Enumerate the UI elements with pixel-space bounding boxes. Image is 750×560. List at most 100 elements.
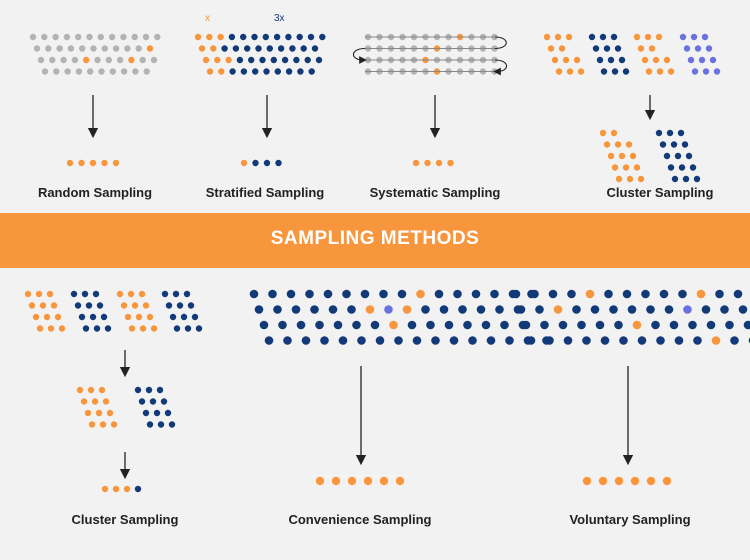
cluster-dot: [599, 33, 607, 41]
population-dot: [268, 289, 277, 299]
cluster-dot: [679, 33, 687, 41]
population-dot: [553, 305, 563, 314]
population-dot: [228, 33, 236, 41]
population-dot: [320, 336, 329, 345]
population-dot: [194, 33, 202, 41]
population-dot: [490, 289, 499, 299]
population-dot: [637, 336, 647, 345]
sample-dot: [123, 485, 131, 493]
cluster-dot: [614, 141, 622, 148]
sample-dot: [395, 476, 405, 486]
cluster-dot: [659, 141, 667, 148]
population-dot: [365, 305, 375, 314]
sample-dot: [379, 476, 389, 486]
population-dot: [357, 336, 366, 345]
sample-dot: [424, 159, 431, 167]
stratified-ratio-3x: 3x: [274, 13, 285, 24]
population-dot: [319, 33, 326, 41]
sample-dot: [447, 159, 454, 167]
cluster-dot: [682, 175, 690, 183]
page-title: SAMPLING METHODS: [270, 228, 480, 249]
sample-dot: [252, 159, 259, 167]
cluster-dot: [145, 386, 153, 394]
population-dot: [453, 289, 462, 299]
population-dot: [328, 305, 338, 314]
population-dot: [674, 336, 684, 345]
cluster-dot: [667, 164, 675, 171]
population-dot: [56, 45, 63, 52]
population-dot: [526, 336, 536, 345]
sample-dot: [112, 159, 120, 167]
population-dot: [150, 56, 158, 64]
population-dot: [139, 56, 146, 64]
cluster-dot: [99, 421, 107, 428]
population-dot: [567, 289, 576, 299]
cluster-dot: [168, 421, 176, 428]
cluster-dot: [685, 152, 693, 160]
cluster-dot: [184, 325, 192, 332]
population-dot: [468, 336, 477, 345]
cluster-dot: [543, 33, 551, 41]
cluster-dot: [76, 386, 84, 394]
population-dot: [548, 289, 558, 299]
cluster-dot: [172, 290, 180, 298]
population-dot: [572, 305, 581, 314]
sample-dot: [89, 159, 97, 167]
cluster-dot: [50, 302, 58, 309]
cluster-dot: [81, 290, 89, 298]
cluster-dot: [131, 302, 139, 309]
stratified-ratio-x: x: [205, 13, 210, 24]
cluster-dot: [58, 325, 66, 332]
population-dot: [308, 68, 315, 75]
population-dot: [221, 45, 228, 52]
cluster-dot: [565, 33, 573, 41]
population-dot: [402, 305, 412, 314]
cluster-dot: [610, 33, 618, 41]
population-dot: [720, 305, 729, 314]
population-dot: [614, 320, 623, 330]
population-dot: [214, 56, 221, 64]
systematic-sampling-label: Systematic Sampling: [369, 185, 501, 200]
cluster-dot: [124, 313, 132, 321]
population-dot: [577, 320, 586, 330]
population-dot: [582, 336, 591, 345]
population-dot: [143, 68, 150, 75]
population-dot: [370, 320, 380, 330]
population-dot: [259, 320, 269, 330]
population-dot: [240, 68, 248, 75]
population-dot: [656, 336, 665, 345]
population-dot: [463, 320, 472, 330]
cluster-dot: [663, 56, 671, 64]
population-dot: [262, 33, 269, 41]
population-dot: [87, 68, 94, 75]
population-dot: [301, 336, 311, 345]
population-dot: [486, 336, 496, 345]
population-dot: [273, 305, 282, 314]
cluster-dot: [555, 68, 563, 75]
population-dot: [98, 68, 105, 75]
population-dot: [600, 336, 610, 345]
cluster-dot: [84, 409, 92, 417]
population-dot: [83, 56, 90, 64]
cluster-dot: [153, 409, 161, 417]
population-dot: [251, 33, 258, 41]
cluster-dot: [655, 33, 663, 41]
population-dot: [37, 56, 45, 64]
population-dot: [109, 68, 117, 75]
cluster-dot: [138, 398, 146, 405]
population-dot: [29, 33, 37, 41]
convenience-sampling-label: Convenience Sampling: [288, 512, 432, 527]
cluster-dot: [610, 129, 618, 137]
population-dot: [706, 320, 716, 330]
voluntary-sampling-label: Voluntary Sampling: [569, 512, 691, 527]
sample-dot: [347, 476, 357, 486]
population-dot: [407, 320, 417, 330]
cluster-dot: [618, 152, 626, 160]
population-dot: [108, 33, 116, 41]
population-dot: [651, 320, 660, 330]
cluster-dot: [674, 152, 682, 160]
population-dot: [116, 56, 124, 64]
sample-dot: [646, 476, 656, 486]
population-dot: [291, 305, 301, 314]
